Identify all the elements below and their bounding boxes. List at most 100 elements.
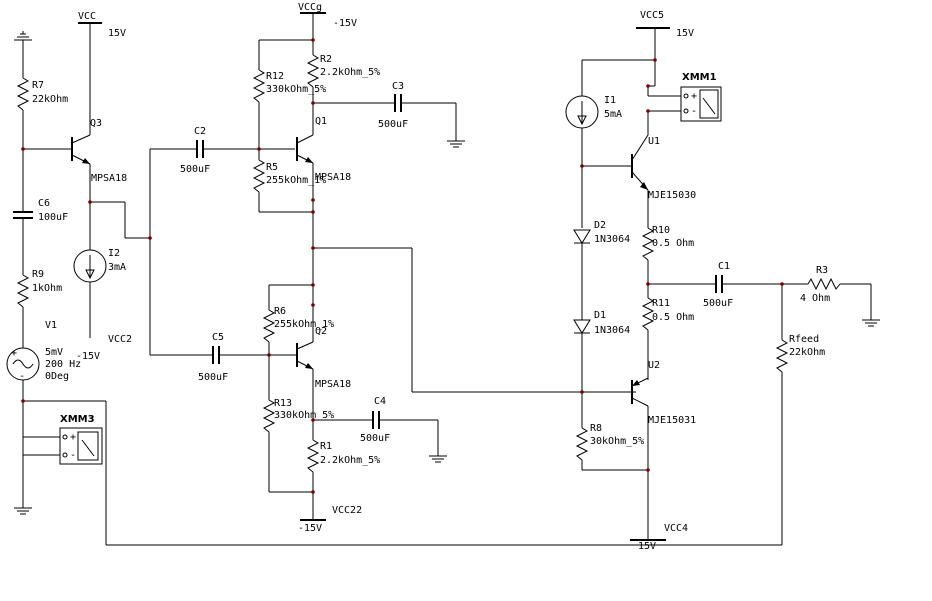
current-source-i2[interactable] <box>73 249 107 283</box>
resistor-r11[interactable] <box>641 297 655 331</box>
label-r12-val: 330kOhm_5% <box>266 84 326 95</box>
resistor-r12[interactable] <box>252 69 266 103</box>
resistor-rfeed[interactable] <box>775 339 789 373</box>
resistor-r10[interactable] <box>641 227 655 261</box>
label-r13: R13 <box>274 398 292 409</box>
label-c1: C1 <box>718 261 730 272</box>
label-q3: Q3 <box>90 118 102 129</box>
label-i1-val: 5mA <box>604 109 622 120</box>
label-r8: R8 <box>590 423 602 434</box>
label-q3-model: MPSA18 <box>91 173 127 184</box>
label-c2: C2 <box>194 126 206 137</box>
ground-symbol <box>862 319 880 327</box>
label-u1-model: MJE15030 <box>648 190 696 201</box>
label-r5: R5 <box>266 162 278 173</box>
component-labels: VCC 15V R7 22kOhm Q3 MPSA18 C6 100uF I2 … <box>32 2 830 552</box>
ground-symbol <box>14 31 32 41</box>
input-stage: + - + - <box>6 22 782 546</box>
label-c3: C3 <box>392 81 404 92</box>
label-r10: R10 <box>652 225 670 236</box>
svg-text:+: + <box>691 91 697 102</box>
label-vccg-val: -15V <box>333 18 357 29</box>
svg-text:-: - <box>19 371 25 382</box>
label-v1: V1 <box>45 320 57 331</box>
svg-text:+: + <box>11 348 17 359</box>
resistor-r13[interactable] <box>262 399 276 433</box>
label-c4: C4 <box>374 396 386 407</box>
label-r6-val: 255kOhm_1% <box>274 319 334 330</box>
multimeter-xmm1[interactable]: + - <box>680 86 722 122</box>
label-vcc4: VCC4 <box>664 523 688 534</box>
label-i2-val: 3mA <box>108 262 126 273</box>
label-r11: R11 <box>652 298 670 309</box>
label-r6: R6 <box>274 306 286 317</box>
label-d1: D1 <box>594 310 606 321</box>
resistor-r7[interactable] <box>16 77 30 111</box>
gain-stage <box>252 12 636 521</box>
ground-symbol <box>447 140 465 148</box>
ac-source-v1[interactable]: + - <box>6 347 40 382</box>
label-v1-freq: 200 Hz <box>45 359 81 370</box>
label-r1-val: 2.2kOhm_5% <box>320 455 380 466</box>
label-c1-val: 500uF <box>703 298 733 309</box>
label-u2: U2 <box>648 360 660 371</box>
ground-symbol <box>429 455 447 463</box>
label-c3-val: 500uF <box>378 119 408 130</box>
resistor-r9[interactable] <box>16 274 30 308</box>
label-rfeed: Rfeed <box>789 334 819 345</box>
label-r11-val: 0.5 Ohm <box>652 312 694 323</box>
multimeter-xmm3[interactable]: + - <box>59 427 103 465</box>
label-c2-val: 500uF <box>180 164 210 175</box>
label-r10-val: 0.5 Ohm <box>652 238 694 249</box>
label-c6-val: 100uF <box>38 212 68 223</box>
svg-text:-: - <box>691 106 697 117</box>
label-i1: I1 <box>604 95 616 106</box>
label-xmm3: XMM3 <box>60 414 95 425</box>
label-vcc-val: 15V <box>108 28 126 39</box>
label-r2-val: 2.2kOhm_5% <box>320 67 380 78</box>
label-vccg: VCCg <box>298 2 322 13</box>
label-c4-val: 500uF <box>360 433 390 444</box>
label-r9: R9 <box>32 269 44 280</box>
label-q1-model: MPSA18 <box>315 172 351 183</box>
junction-dots <box>21 38 784 494</box>
label-vcc5: VCC5 <box>640 10 664 21</box>
label-u2-model: MJE15031 <box>648 415 696 426</box>
label-vcc4-val: 15V <box>638 541 656 552</box>
label-r7: R7 <box>32 80 44 91</box>
resistor-r6[interactable] <box>262 309 276 343</box>
label-vcc5-val: 15V <box>676 28 694 39</box>
label-r7-val: 22kOhm <box>32 94 68 105</box>
label-vcc2-val: -15V <box>76 351 100 362</box>
label-xmm1: XMM1 <box>682 72 717 83</box>
label-vcc22-val: -15V <box>298 523 322 534</box>
label-vcc: VCC <box>78 11 96 22</box>
label-v1-phase: 0Deg <box>45 371 69 382</box>
label-d2-model: 1N3064 <box>594 234 630 245</box>
output-stage: + - <box>565 27 880 545</box>
ground-symbol <box>14 507 32 515</box>
resistor-r5[interactable] <box>252 159 266 193</box>
label-rfeed-val: 22kOhm <box>789 347 825 358</box>
diode-d1[interactable] <box>573 319 591 334</box>
coupling-network <box>125 140 297 364</box>
resistor-r1[interactable] <box>306 439 320 473</box>
label-r12: R12 <box>266 71 284 82</box>
label-vcc2: VCC2 <box>108 334 132 345</box>
diode-d2[interactable] <box>573 229 591 244</box>
current-source-i1[interactable] <box>565 95 599 129</box>
label-q2: Q2 <box>315 326 327 337</box>
label-r3-val: 4 Ohm <box>800 293 830 304</box>
resistor-r2[interactable] <box>306 54 320 88</box>
resistor-r3[interactable] <box>807 277 841 291</box>
label-d1-model: 1N3064 <box>594 325 630 336</box>
resistor-r8[interactable] <box>575 427 589 461</box>
label-r8-val: 30kOhm_5% <box>590 436 644 447</box>
label-r5-val: 255kOhm_1% <box>266 175 326 186</box>
label-c5: C5 <box>212 332 224 343</box>
label-d2: D2 <box>594 220 606 231</box>
label-c5-val: 500uF <box>198 372 228 383</box>
label-v1-amp: 5mV <box>45 347 63 358</box>
label-r2: R2 <box>320 54 332 65</box>
